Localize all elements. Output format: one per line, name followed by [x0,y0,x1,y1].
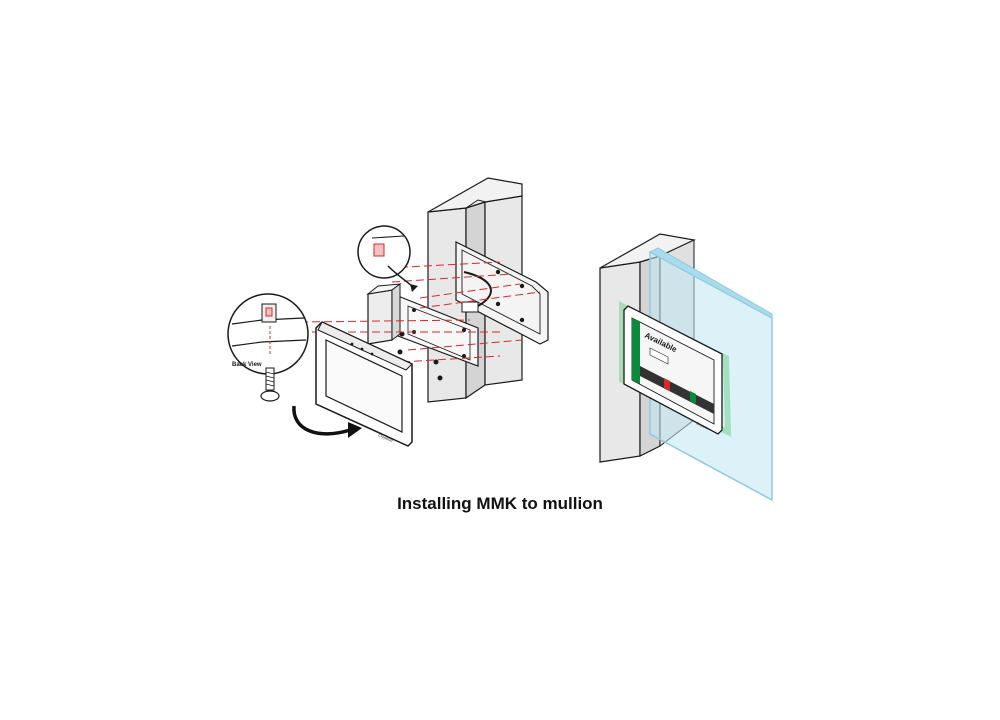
back-view-label: Back View [232,362,262,368]
brand-label-exploded: Crestron [378,432,394,443]
touch-panel-assembled: Available Crestron [623,305,723,435]
small-screws [397,331,443,381]
status-green-bar [632,318,640,384]
curved-arrow-icon [292,405,362,438]
detail-callout-top [357,225,418,292]
brand-label-assembled: Crestron [696,421,710,431]
spacer-block [366,283,402,345]
touch-panel-exploded: Crestron [315,321,413,447]
alignment-guide-lines [299,261,541,363]
mounting-back-plate [455,241,549,345]
screw-icon [260,367,280,402]
detail-callout-back-view: Back View [227,293,309,375]
diagram-caption: Installing MMK to mullion [397,494,603,513]
